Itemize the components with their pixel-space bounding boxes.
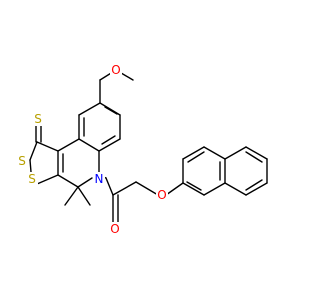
bond xyxy=(182,146,205,160)
thione-sulfur-atom: S xyxy=(32,112,44,126)
ring-nitrogen-atom: N xyxy=(93,172,105,186)
bond xyxy=(112,181,137,196)
bond xyxy=(186,181,202,191)
bond xyxy=(182,182,205,196)
bond xyxy=(245,151,263,163)
svg-text:N: N xyxy=(95,172,104,186)
bond xyxy=(203,182,226,196)
bond xyxy=(203,146,226,160)
bond xyxy=(98,138,121,152)
bond xyxy=(187,151,205,163)
bond xyxy=(245,182,268,196)
bond xyxy=(36,174,59,185)
bond-skeleton xyxy=(29,69,268,225)
bond xyxy=(104,106,118,115)
carbonyl-oxygen-atom: O xyxy=(109,222,121,236)
svg-text:O: O xyxy=(110,222,119,236)
bond xyxy=(29,141,38,161)
bond xyxy=(245,146,268,160)
bond xyxy=(165,182,184,196)
bond xyxy=(78,138,100,152)
bond xyxy=(224,182,247,196)
bond xyxy=(224,146,247,160)
bond xyxy=(57,138,80,152)
bond xyxy=(78,102,101,116)
bond xyxy=(105,177,114,196)
bond xyxy=(101,135,116,145)
bond xyxy=(57,174,79,188)
bond xyxy=(64,186,79,206)
bond xyxy=(77,186,91,206)
svg-text:O: O xyxy=(111,63,120,77)
svg-text:S: S xyxy=(34,112,42,126)
atom-labels: O S S S N O O xyxy=(16,63,168,236)
svg-text:O: O xyxy=(157,188,166,202)
bond xyxy=(36,141,59,152)
bond xyxy=(77,177,93,188)
methoxy-oxygen-atom: O xyxy=(110,63,122,77)
svg-text:S: S xyxy=(28,172,36,186)
dithiole-sulfur-atom: S xyxy=(26,172,38,186)
bond xyxy=(135,181,159,196)
dithiole-sulfur-atom: S xyxy=(16,154,28,168)
chemical-structure-diagram: O S S S N O O xyxy=(16,63,268,236)
ether-oxygen-atom: O xyxy=(156,188,168,202)
svg-text:S: S xyxy=(18,154,26,168)
bond xyxy=(245,179,263,191)
bond xyxy=(29,159,32,173)
